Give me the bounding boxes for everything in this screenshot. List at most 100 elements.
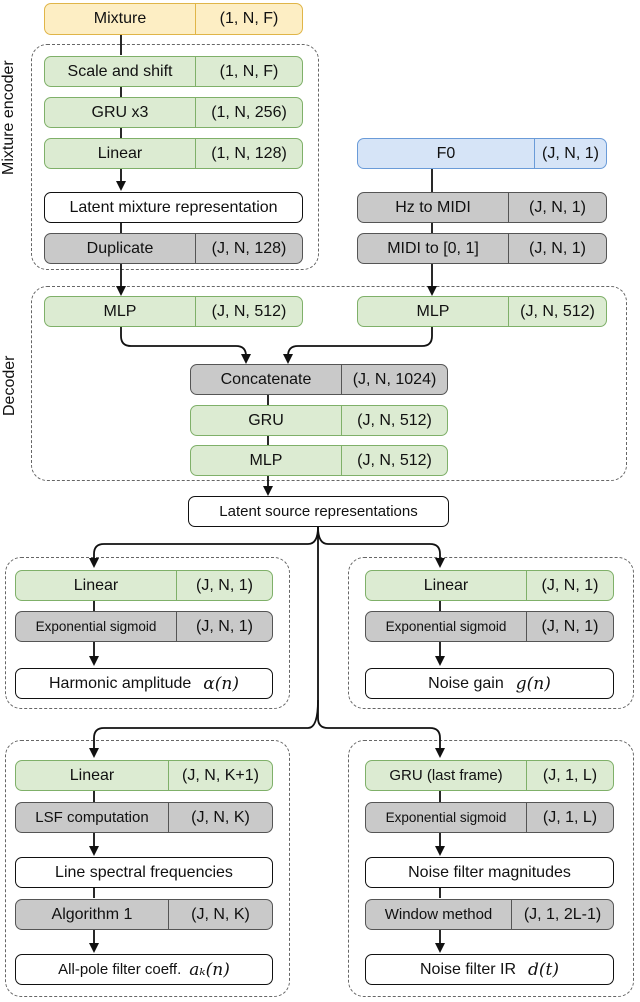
node-shape: (J, N, 1) bbox=[541, 617, 599, 635]
mixture-encoder-group bbox=[31, 44, 319, 270]
mlp-right-node: MLP (J, N, 512) bbox=[357, 296, 607, 327]
node-shape: (J, N, 512) bbox=[211, 302, 287, 320]
node-shape: (J, N, 1) bbox=[529, 239, 586, 257]
gru-x3-node: GRU x3 (1, N, 256) bbox=[44, 97, 303, 128]
output-math: d(t) bbox=[528, 959, 559, 980]
node-label: Noise filter IR d(t) bbox=[366, 955, 613, 984]
node-label: GRU (last frame) bbox=[366, 761, 527, 790]
latent-source-node: Latent source representations bbox=[188, 496, 449, 527]
harmonic-amplitude-group bbox=[5, 557, 290, 709]
nf-gru-node: GRU (last frame) (J, 1, L) bbox=[365, 760, 614, 791]
ha-linear-node: Linear (J, N, 1) bbox=[15, 570, 273, 601]
node-label: Harmonic amplitude α(n) bbox=[16, 669, 272, 698]
midi-to-01-node: MIDI to [0, 1] (J, N, 1) bbox=[357, 233, 607, 264]
node-shape: (J, N, 128) bbox=[211, 239, 287, 257]
output-math: aₖ(n) bbox=[189, 959, 230, 980]
node-label: MIDI to [0, 1] bbox=[358, 234, 509, 263]
lsf-computation-node: LSF computation (J, N, K) bbox=[15, 802, 273, 833]
node-label: Linear bbox=[45, 139, 196, 168]
node-shape: (J, N, 512) bbox=[357, 411, 432, 429]
mlp-left-node: MLP (J, N, 512) bbox=[44, 296, 303, 327]
node-shape: (J, N, 1) bbox=[541, 576, 599, 594]
output-label: Noise filter IR bbox=[419, 960, 517, 978]
mixture-input-node: Mixture (1, N, F) bbox=[44, 3, 303, 35]
node-label: F0 bbox=[358, 139, 535, 168]
encoder-linear-node: Linear (1, N, 128) bbox=[44, 138, 303, 169]
node-label: GRU bbox=[191, 406, 342, 435]
node-label: Noise filter magnitudes bbox=[408, 863, 571, 881]
node-label: Hz to MIDI bbox=[358, 193, 509, 222]
output-label: All-pole filter coeff. bbox=[58, 961, 182, 978]
node-label: Line spectral frequencies bbox=[55, 863, 233, 881]
node-label: Exponential sigmoid bbox=[16, 612, 177, 641]
node-label: Linear bbox=[366, 571, 527, 600]
ha-expsig-node: Exponential sigmoid (J, N, 1) bbox=[15, 611, 273, 642]
algorithm1-node: Algorithm 1 (J, N, K) bbox=[15, 899, 273, 930]
all-pole-group bbox=[5, 740, 290, 997]
harmonic-amplitude-node: Harmonic amplitude α(n) bbox=[15, 668, 273, 699]
node-shape: (J, N, 512) bbox=[357, 451, 432, 469]
node-shape: (J, 1, L) bbox=[542, 808, 598, 826]
ng-expsig-node: Exponential sigmoid (J, N, 1) bbox=[365, 611, 614, 642]
node-label: Noise gain g(n) bbox=[366, 669, 613, 698]
ng-linear-node: Linear (J, N, 1) bbox=[365, 570, 614, 601]
node-label: Latent mixture representation bbox=[69, 198, 278, 216]
all-pole-coeff-node: All-pole filter coeff. aₖ(n) bbox=[15, 954, 273, 985]
noise-filter-ir-node: Noise filter IR d(t) bbox=[365, 954, 614, 985]
node-label: Mixture bbox=[45, 4, 196, 34]
node-shape: (J, N, 1) bbox=[542, 144, 599, 162]
node-shape: (J, N, K) bbox=[191, 808, 250, 826]
f0-input-node: F0 (J, N, 1) bbox=[357, 138, 607, 169]
node-shape: (J, N, 1024) bbox=[352, 370, 437, 388]
output-label: Harmonic amplitude bbox=[49, 674, 192, 692]
node-shape: (J, N, K) bbox=[191, 905, 250, 923]
ap-linear-node: Linear (J, N, K+1) bbox=[15, 760, 273, 791]
node-label: GRU x3 bbox=[45, 98, 196, 127]
node-shape: (J, 1, 2L-1) bbox=[523, 905, 602, 923]
node-shape: (J, 1, L) bbox=[542, 766, 598, 784]
line-spectral-node: Line spectral frequencies bbox=[15, 857, 273, 888]
node-shape: (J, N, 1) bbox=[196, 576, 253, 594]
node-shape: (J, N, K+1) bbox=[182, 766, 259, 784]
node-label: Scale and shift bbox=[45, 57, 196, 86]
node-shape: (1, N, 128) bbox=[211, 144, 287, 162]
node-shape: (J, N, 1) bbox=[529, 198, 586, 216]
node-label: Duplicate bbox=[45, 234, 196, 263]
hz-to-midi-node: Hz to MIDI (J, N, 1) bbox=[357, 192, 607, 223]
concatenate-node: Concatenate (J, N, 1024) bbox=[190, 364, 448, 395]
node-label: Linear bbox=[16, 571, 177, 600]
latent-mixture-node: Latent mixture representation bbox=[44, 192, 303, 223]
node-shape: (1, N, F) bbox=[219, 10, 279, 27]
node-label: Window method bbox=[366, 900, 512, 929]
node-shape: (J, N, 512) bbox=[520, 302, 595, 320]
node-shape: (1, N, F) bbox=[219, 62, 279, 80]
node-label: Exponential sigmoid bbox=[366, 803, 527, 832]
noise-filter-mag-node: Noise filter magnitudes bbox=[365, 857, 614, 888]
node-label: Latent source representations bbox=[219, 503, 418, 520]
node-label: Concatenate bbox=[191, 365, 342, 394]
node-label: Exponential sigmoid bbox=[366, 612, 527, 641]
decoder-mlp-node: MLP (J, N, 512) bbox=[190, 445, 448, 476]
output-math: g(n) bbox=[515, 673, 551, 694]
output-math: α(n) bbox=[203, 673, 239, 694]
node-label: MLP bbox=[191, 446, 342, 475]
node-label: Linear bbox=[16, 761, 169, 790]
noise-gain-node: Noise gain g(n) bbox=[365, 668, 614, 699]
duplicate-node: Duplicate (J, N, 128) bbox=[44, 233, 303, 264]
noise-gain-group bbox=[348, 557, 634, 709]
node-label: All-pole filter coeff. aₖ(n) bbox=[16, 955, 272, 984]
decoder-group bbox=[31, 286, 627, 481]
node-label: Algorithm 1 bbox=[16, 900, 169, 929]
node-label: MLP bbox=[358, 297, 509, 326]
node-shape: (1, N, 256) bbox=[211, 103, 287, 121]
scale-shift-node: Scale and shift (1, N, F) bbox=[44, 56, 303, 87]
output-label: Noise gain bbox=[428, 674, 504, 692]
node-label: MLP bbox=[45, 297, 196, 326]
nf-expsig-node: Exponential sigmoid (J, 1, L) bbox=[365, 802, 614, 833]
node-label: LSF computation bbox=[16, 803, 169, 832]
window-method-node: Window method (J, 1, 2L-1) bbox=[365, 899, 614, 930]
node-shape: (J, N, 1) bbox=[196, 617, 253, 635]
decoder-gru-node: GRU (J, N, 512) bbox=[190, 405, 448, 436]
